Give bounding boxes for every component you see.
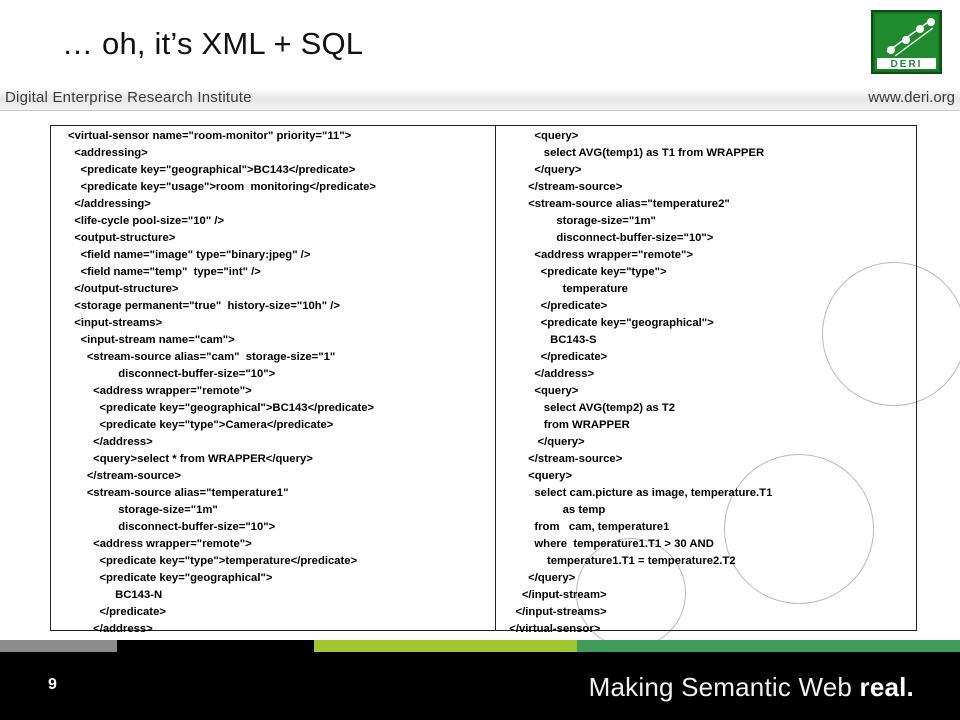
tagline: Making Semantic Web real. bbox=[589, 672, 914, 703]
code-line: </stream-source> bbox=[503, 453, 623, 465]
footer-stripe-gray bbox=[0, 640, 117, 652]
code-line: </predicate> bbox=[503, 300, 608, 312]
code-line: </predicate> bbox=[503, 351, 608, 363]
code-line: </virtual-sensor> bbox=[503, 623, 601, 635]
code-line: select cam.picture as image, temperature… bbox=[503, 487, 773, 499]
code-line: temperature1.T1 = temperature2.T2 bbox=[503, 555, 736, 567]
code-line: </address> bbox=[503, 368, 595, 380]
institute-name: Digital Enterprise Research Institute bbox=[5, 89, 252, 106]
footer-stripe-green bbox=[577, 640, 960, 652]
code-line: <predicate key="geographical"> bbox=[68, 572, 273, 584]
deri-logo: DERI bbox=[871, 10, 942, 74]
code-line: </query> bbox=[503, 436, 585, 448]
code-line: <predicate key="geographical">BC143</pre… bbox=[68, 402, 375, 414]
code-line: <predicate key="geographical"> bbox=[503, 317, 714, 329]
slide-title: … oh, it’s XML + SQL bbox=[62, 26, 364, 61]
tagline-text: Making Semantic Web bbox=[588, 672, 860, 702]
code-line: storage-size="1m" bbox=[503, 215, 656, 227]
code-line: where temperature1.T1 > 30 AND bbox=[503, 538, 714, 550]
page-number: 9 bbox=[48, 676, 57, 693]
code-line: </input-streams> bbox=[503, 606, 607, 618]
code-line: disconnect-buffer-size="10"> bbox=[68, 521, 276, 533]
code-line: <life-cycle pool-size="10" /> bbox=[68, 215, 225, 227]
footer bbox=[0, 652, 960, 720]
code-line: <predicate key="type">temperature</predi… bbox=[68, 555, 358, 567]
code-line: BC143-S bbox=[503, 334, 597, 346]
code-line: <stream-source alias="temperature1" bbox=[68, 487, 289, 499]
logo-text: DERI bbox=[891, 59, 923, 70]
code-line: </query> bbox=[503, 572, 576, 584]
code-line: temperature bbox=[503, 283, 628, 295]
header-band: Digital Enterprise Research Institute ww… bbox=[0, 88, 960, 111]
code-line: <input-stream name="cam"> bbox=[68, 334, 235, 346]
code-line: <query> bbox=[503, 130, 579, 142]
code-line: <address wrapper="remote"> bbox=[68, 538, 252, 550]
decor-circle bbox=[822, 262, 960, 406]
code-line: disconnect-buffer-size="10"> bbox=[503, 232, 714, 244]
code-line: </stream-source> bbox=[68, 470, 182, 482]
code-line: as temp bbox=[503, 504, 606, 516]
xml-code-left: <virtual-sensor name="room-monitor" prio… bbox=[68, 128, 376, 638]
code-line: <field name="temp" type="int" /> bbox=[68, 266, 261, 278]
deri-logo-graphic: DERI bbox=[873, 12, 940, 72]
code-line: </stream-source> bbox=[503, 181, 623, 193]
code-line: from cam, temperature1 bbox=[503, 521, 670, 533]
decor-circle bbox=[724, 454, 874, 604]
code-line: </address> bbox=[68, 623, 153, 635]
code-line: </addressing> bbox=[68, 198, 151, 210]
xml-code-right: <query> select AVG(temp1) as T1 from WRA… bbox=[503, 128, 772, 638]
code-line: </query> bbox=[503, 164, 582, 176]
code-line: select AVG(temp2) as T2 bbox=[503, 402, 676, 414]
code-line: <query> bbox=[503, 470, 573, 482]
code-line: <stream-source alias="temperature2" bbox=[503, 198, 730, 210]
code-line: BC143-N bbox=[68, 589, 163, 601]
code-line: disconnect-buffer-size="10"> bbox=[68, 368, 276, 380]
code-line: <predicate key="type">Camera</predicate> bbox=[68, 419, 334, 431]
code-line: </address> bbox=[68, 436, 153, 448]
code-line: <query> bbox=[503, 385, 579, 397]
code-line: <virtual-sensor name="room-monitor" prio… bbox=[68, 130, 352, 142]
code-line: <address wrapper="remote"> bbox=[68, 385, 252, 397]
code-line: <query>select * from WRAPPER</query> bbox=[68, 453, 313, 465]
code-line: from WRAPPER bbox=[503, 419, 630, 431]
code-line: <output-structure> bbox=[68, 232, 176, 244]
code-line: <field name="image" type="binary:jpeg" /… bbox=[68, 249, 311, 261]
code-line: <predicate key="geographical">BC143</pre… bbox=[68, 164, 356, 176]
code-line: <address wrapper="remote"> bbox=[503, 249, 693, 261]
footer-stripe-lime bbox=[314, 640, 577, 652]
code-line: select AVG(temp1) as T1 from WRAPPER bbox=[503, 147, 765, 159]
code-line: <storage permanent="true" history-size="… bbox=[68, 300, 340, 312]
tagline-emphasis: real. bbox=[859, 672, 914, 702]
code-line: <predicate key="type"> bbox=[503, 266, 667, 278]
code-line: <predicate key="usage">room monitoring</… bbox=[68, 181, 376, 193]
code-line: storage-size="1m" bbox=[68, 504, 218, 516]
code-line: <addressing> bbox=[68, 147, 148, 159]
code-line: </input-stream> bbox=[503, 589, 607, 601]
right-code-panel bbox=[495, 125, 917, 631]
code-line: <input-streams> bbox=[68, 317, 163, 329]
code-line: </predicate> bbox=[68, 606, 166, 618]
code-line: </output-structure> bbox=[68, 283, 179, 295]
footer-stripe-black bbox=[117, 640, 314, 652]
code-line: <stream-source alias="cam" storage-size=… bbox=[68, 351, 336, 363]
website-url: www.deri.org bbox=[868, 89, 955, 106]
